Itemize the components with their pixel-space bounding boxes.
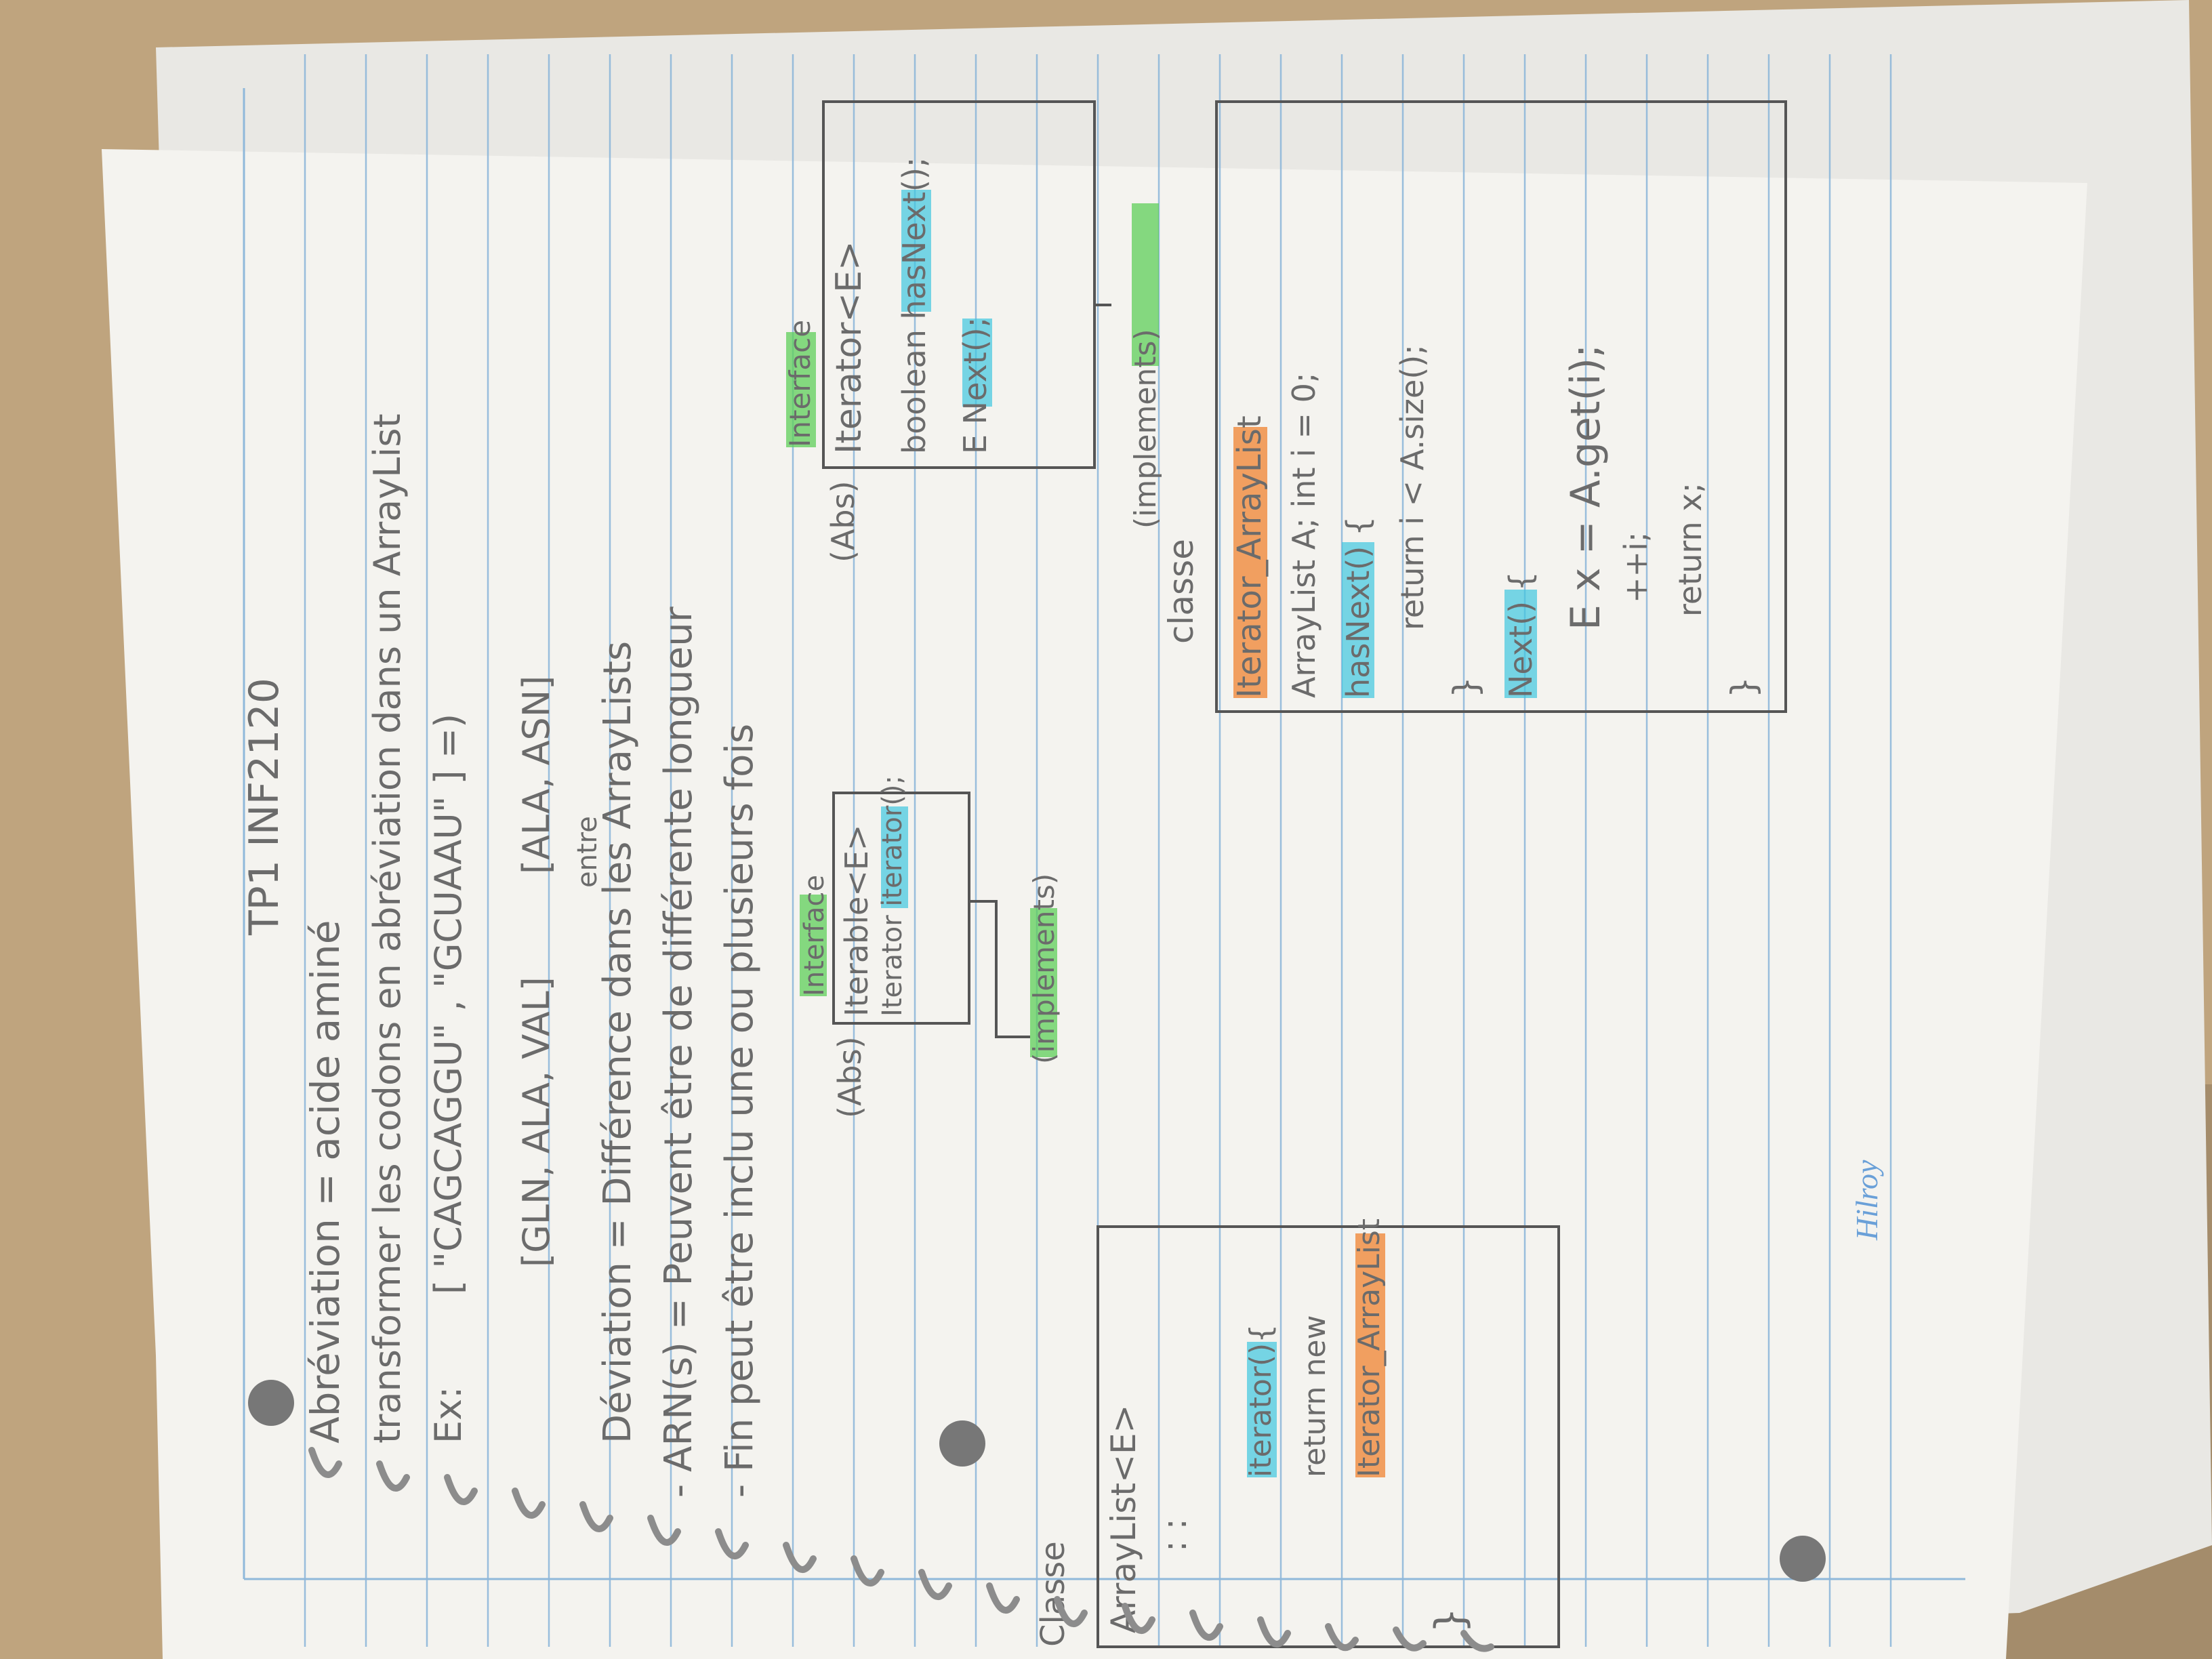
note-fin: - Fin peut être inclu une ou plusieurs f… — [718, 724, 762, 1498]
iterator-next-highlight — [962, 319, 992, 407]
note-ex-codons: [ "CAGCAGGU" , "GCUAAU" ] =) — [427, 714, 470, 1294]
itarray-line6: E x = A.get(i); — [1562, 344, 1610, 630]
iterator-interface-highlight — [786, 332, 816, 447]
arraylist-dots: : : — [1155, 1518, 1194, 1552]
ruled-lines — [243, 88, 1965, 1580]
note-title: TP1 INF2120 — [241, 678, 288, 936]
implements-arrow-left — [969, 900, 1030, 1038]
implements2-label: (implements) — [1128, 329, 1163, 529]
note-ex-result1: [GLN, ALA, VAL] — [515, 977, 558, 1267]
arraylist-close: } — [1427, 1607, 1474, 1633]
note-line-abreviation: Abréviation = acide aminé — [302, 920, 348, 1443]
arraylist-line1: iterator(){ — [1244, 1324, 1278, 1477]
itarray-box — [1215, 100, 1787, 713]
itarray-line2: hasNext() { — [1340, 516, 1376, 698]
arraylist-line2: return new — [1298, 1315, 1332, 1477]
iterator-title: Iterator<E> — [829, 241, 869, 454]
arraylist-return-highlight — [1355, 1233, 1385, 1477]
iterable-title: Iterable<E> — [838, 825, 875, 1017]
note-arn: - ARN(s) = Peuvent être de différente lo… — [657, 606, 701, 1498]
itarray-line5: Next() { — [1502, 571, 1539, 698]
itarray-hasnext-highlight — [1342, 542, 1374, 698]
iterable-box — [832, 792, 970, 1025]
punch-holes — [248, 1380, 1826, 1582]
itarray-line4: } — [1446, 676, 1486, 698]
iterable-interface-highlight — [800, 895, 827, 996]
implements1-label: (implements) — [1027, 874, 1061, 1064]
itarray-next-highlight — [1504, 590, 1537, 698]
iterator-method-next: E Next(); — [957, 317, 994, 454]
itarray-line3: return i < A.size(); — [1394, 344, 1431, 630]
itarray-title: Iterator_ArrayList — [1231, 415, 1269, 698]
iterable-interface-tag: Interface — [799, 875, 830, 996]
arraylist-line3: Iterator_ArrayList — [1352, 1218, 1387, 1477]
arraylist-iterator-highlight — [1247, 1342, 1277, 1477]
iterator-method-hasnext: boolean hasNext(); — [896, 157, 933, 454]
itarray-line8: return x; — [1672, 483, 1708, 617]
hilroy-logo: Hilroy — [1849, 1160, 1884, 1241]
spiral-binding — [308, 1447, 1494, 1652]
itarray-line7: ++i; — [1618, 532, 1654, 603]
itarray-kind: classe — [1162, 539, 1201, 644]
iterator-abs-label: (Abs) — [825, 480, 861, 562]
note-ex-result2: [ALA, ASN] — [515, 676, 558, 874]
iterable-method: Iterator iterator(); — [877, 775, 908, 1017]
implements1-highlight — [1030, 908, 1057, 1057]
iterator-interface-tag: Interface — [783, 320, 817, 447]
note-deviation: Déviation = Différence dans les ArrayLis… — [596, 641, 640, 1443]
arraylist-title: ArrayList<E> — [1104, 1405, 1143, 1633]
iterator-box — [822, 100, 1096, 469]
itarray-line1: ArrayList A; int i = 0; — [1286, 373, 1322, 698]
note-line-transformer: transformer les codons en abréviation da… — [366, 413, 409, 1443]
iterable-method-highlight — [881, 806, 908, 908]
implements2-highlight — [1132, 203, 1159, 366]
arraylist-box — [1097, 1225, 1560, 1648]
iterator-hasnext-highlight — [901, 190, 931, 312]
note-deviation-entre: entre — [572, 816, 603, 888]
notebook-page — [102, 149, 2087, 1659]
itarray-line9: } — [1724, 676, 1763, 698]
note-ex-label: Ex: — [427, 1387, 470, 1443]
arraylist-kind: Classe — [1034, 1541, 1072, 1647]
itarray-title-highlight — [1233, 427, 1267, 698]
iterable-abs-label: (Abs) — [832, 1036, 868, 1118]
